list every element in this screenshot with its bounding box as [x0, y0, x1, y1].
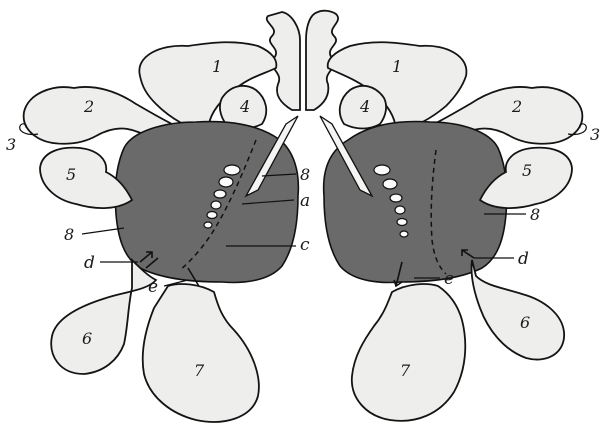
- label-d-right: d: [518, 249, 529, 269]
- label-2-left: 2: [83, 97, 94, 116]
- label-2-right: 2: [511, 97, 522, 116]
- label-6-left: 6: [82, 329, 92, 348]
- label-3-left: 3: [6, 135, 16, 154]
- label-4-right: 4: [359, 97, 370, 116]
- label-6-right: 6: [520, 313, 530, 332]
- label-8-center: 8: [300, 165, 310, 184]
- lobe-7-left: [143, 284, 259, 422]
- label-c: c: [300, 235, 310, 255]
- label-e-left: e: [148, 277, 158, 297]
- label-d-left: d: [84, 253, 95, 273]
- lobe-6-right: [471, 260, 564, 360]
- label-3-right: 3: [590, 125, 600, 144]
- lobe-6-left: [51, 260, 156, 374]
- label-1-left: 1: [212, 57, 222, 76]
- label-5-right: 5: [522, 161, 532, 180]
- lobe-7-right: [352, 284, 465, 421]
- label-1-right: 1: [392, 57, 402, 76]
- label-5-left: 5: [66, 165, 76, 184]
- label-4-left: 4: [239, 97, 250, 116]
- label-8-right: 8: [530, 205, 540, 224]
- label-e-right: e: [444, 269, 454, 289]
- label-a: a: [300, 191, 310, 211]
- label-8-left: 8: [64, 225, 74, 244]
- label-7-right: 7: [400, 361, 411, 380]
- label-7-left: 7: [194, 361, 205, 380]
